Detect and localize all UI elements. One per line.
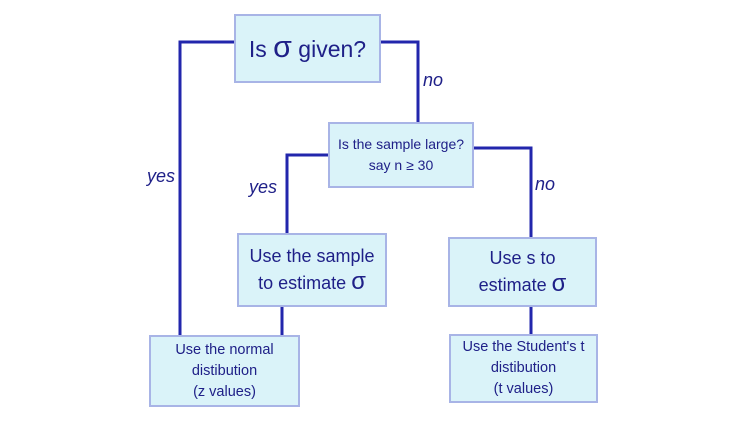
node-is-sigma-given: Is σ given?: [234, 14, 381, 83]
edge-label-no-top: no: [423, 70, 444, 90]
node-text-part: estimate: [478, 275, 552, 295]
sigma-symbol: σ: [351, 268, 366, 295]
edge-yes-to-use-sample: [285, 153, 328, 233]
node-text-part: given?: [291, 36, 367, 63]
node-text-part: Is: [248, 36, 274, 63]
edge-no-to-use-s: [473, 146, 533, 237]
edge-label-yes-left: yes: [147, 166, 176, 186]
node-text-line: distibution: [191, 362, 258, 379]
sigma-symbol: σ: [273, 31, 292, 65]
sigma-symbol: σ: [551, 270, 567, 297]
node-text-line: Use the normal: [175, 341, 274, 358]
node-student-t-distribution: Use the Student's t distibution (t value…: [449, 334, 598, 403]
node-text: Is σ given?: [249, 33, 366, 63]
node-text-line: Use s to: [489, 248, 556, 268]
node-use-sample-to-estimate: Use the sample to estimate σ: [237, 233, 387, 307]
node-is-sample-large: Is the sample large? say n ≥ 30: [328, 122, 474, 188]
node-text-part: to estimate: [258, 273, 352, 293]
node-use-s-to-estimate: Use s to estimate σ: [448, 237, 597, 307]
node-text-line: say n ≥ 30: [368, 157, 434, 173]
node-text-line: Use the sample: [249, 246, 375, 266]
edge-no-to-sample-large: [381, 40, 420, 122]
edge-yes-to-normal: [178, 40, 234, 335]
node-text-line: to estimate σ: [258, 270, 366, 297]
edge-label-no-right: no: [535, 174, 556, 194]
node-text-line: Is the sample large?: [337, 136, 465, 152]
node-text-line: Use the Student's t: [462, 339, 585, 355]
edge-label-yes-middle: yes: [249, 177, 278, 197]
node-text-line: distibution: [490, 360, 557, 376]
node-normal-distribution: Use the normal distibution (z values): [149, 335, 300, 407]
node-text-line: (z values): [193, 383, 256, 400]
node-text-line: (t values): [493, 381, 554, 397]
node-text-line: estimate σ: [479, 272, 567, 299]
